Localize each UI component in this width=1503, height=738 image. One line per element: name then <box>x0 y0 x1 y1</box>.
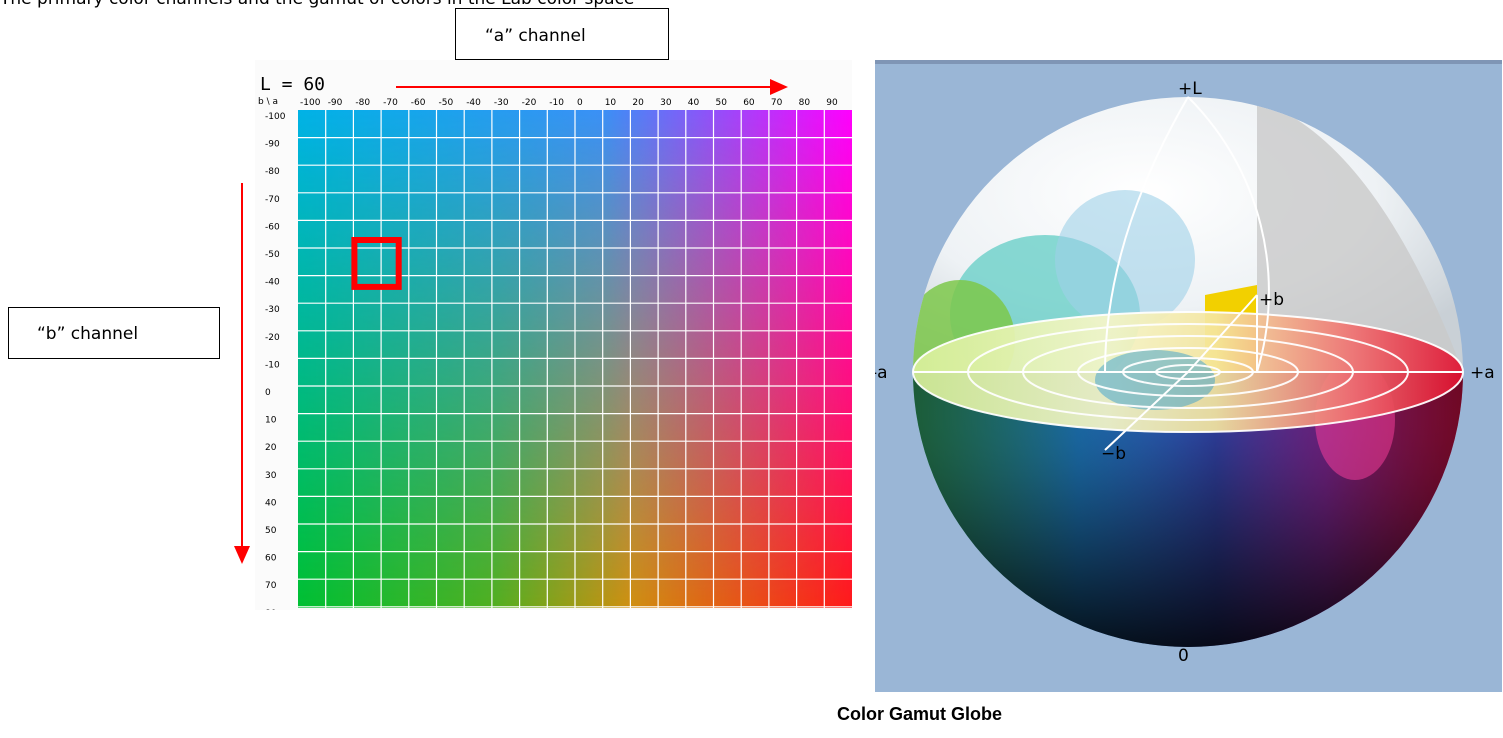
b-tick-label: -70 <box>265 195 280 205</box>
a-tick-label: 10 <box>605 98 617 108</box>
highlight-square <box>351 237 402 290</box>
b-tick-label: 20 <box>265 443 277 453</box>
a-tick-label: 60 <box>743 98 755 108</box>
a-tick-label: -40 <box>466 98 481 108</box>
minus-b-label: −b <box>1101 444 1126 464</box>
a-tick-label: 0 <box>577 98 583 108</box>
a-tick-label: -100 <box>300 98 321 108</box>
a-tick-label: -20 <box>522 98 537 108</box>
globe-axes <box>913 96 1463 451</box>
plus-b-label: +b <box>1259 290 1284 310</box>
b-channel-label: “b” channel <box>37 324 139 344</box>
b-tick-label: 40 <box>265 498 277 508</box>
a-tick-label: -90 <box>328 98 343 108</box>
b-tick-label: -20 <box>265 333 280 343</box>
b-tick-label: 70 <box>265 581 277 591</box>
b-tick-label: 10 <box>265 416 277 426</box>
b-tick-label: 30 <box>265 471 277 481</box>
b-tick-label: 80 <box>265 609 277 610</box>
b-axis-ticks: -100-90-80-70-60-50-40-30-20-10010203040… <box>265 112 286 610</box>
b-tick-label: -100 <box>265 112 286 122</box>
zero-label: 0 <box>1178 646 1189 666</box>
color-gamut-globe: +L +b −b +a -a 0 <box>871 60 1502 692</box>
b-tick-label: -40 <box>265 278 280 288</box>
b-tick-label: 0 <box>265 388 271 398</box>
b-tick-label: -10 <box>265 360 280 370</box>
globe-caption: Color Gamut Globe <box>837 704 1003 724</box>
a-tick-label: -80 <box>355 98 370 108</box>
a-tick-label: 50 <box>716 98 728 108</box>
b-tick-label: -80 <box>265 167 280 177</box>
b-tick-label: 60 <box>265 554 277 564</box>
a-tick-label: 20 <box>632 98 644 108</box>
b-channel-arrow-head <box>234 546 250 564</box>
b-tick-label: -30 <box>265 305 280 315</box>
grid-lines <box>298 110 852 608</box>
b-tick-label: 50 <box>265 526 277 536</box>
plus-a-label: +a <box>1470 363 1495 383</box>
a-tick-label: 40 <box>688 98 700 108</box>
a-tick-label: -50 <box>439 98 454 108</box>
lab-color-grid-panel: L = 60 b \ a -100-90-80-70-60-50-40-30-2… <box>255 60 852 610</box>
a-tick-label: 70 <box>771 98 783 108</box>
lightness-label: L = 60 <box>260 74 325 95</box>
lab-color-grid: L = 60 b \ a -100-90-80-70-60-50-40-30-2… <box>258 74 852 610</box>
a-channel-label-box: “a” channel <box>455 8 669 60</box>
a-tick-label: 30 <box>660 98 672 108</box>
a-tick-label: 80 <box>799 98 811 108</box>
b-tick-label: -90 <box>265 140 280 150</box>
a-tick-label: -60 <box>411 98 426 108</box>
a-tick-label: 90 <box>826 98 838 108</box>
corner-label: b \ a <box>258 97 278 107</box>
b-tick-label: -50 <box>265 250 280 260</box>
a-tick-label: -70 <box>383 98 398 108</box>
a-channel-label: “a” channel <box>485 26 586 46</box>
a-tick-label: -30 <box>494 98 509 108</box>
clipped-text-line: The primary color channels and the gamut… <box>0 0 634 9</box>
minus-a-label: -a <box>875 363 888 383</box>
b-tick-label: -60 <box>265 222 280 232</box>
b-channel-label-box: “b” channel <box>8 307 220 359</box>
color-gamut-globe-panel: +L +b −b +a -a 0 <box>871 60 1502 692</box>
a-tick-label: -10 <box>549 98 564 108</box>
plus-l-label: +L <box>1178 79 1202 99</box>
